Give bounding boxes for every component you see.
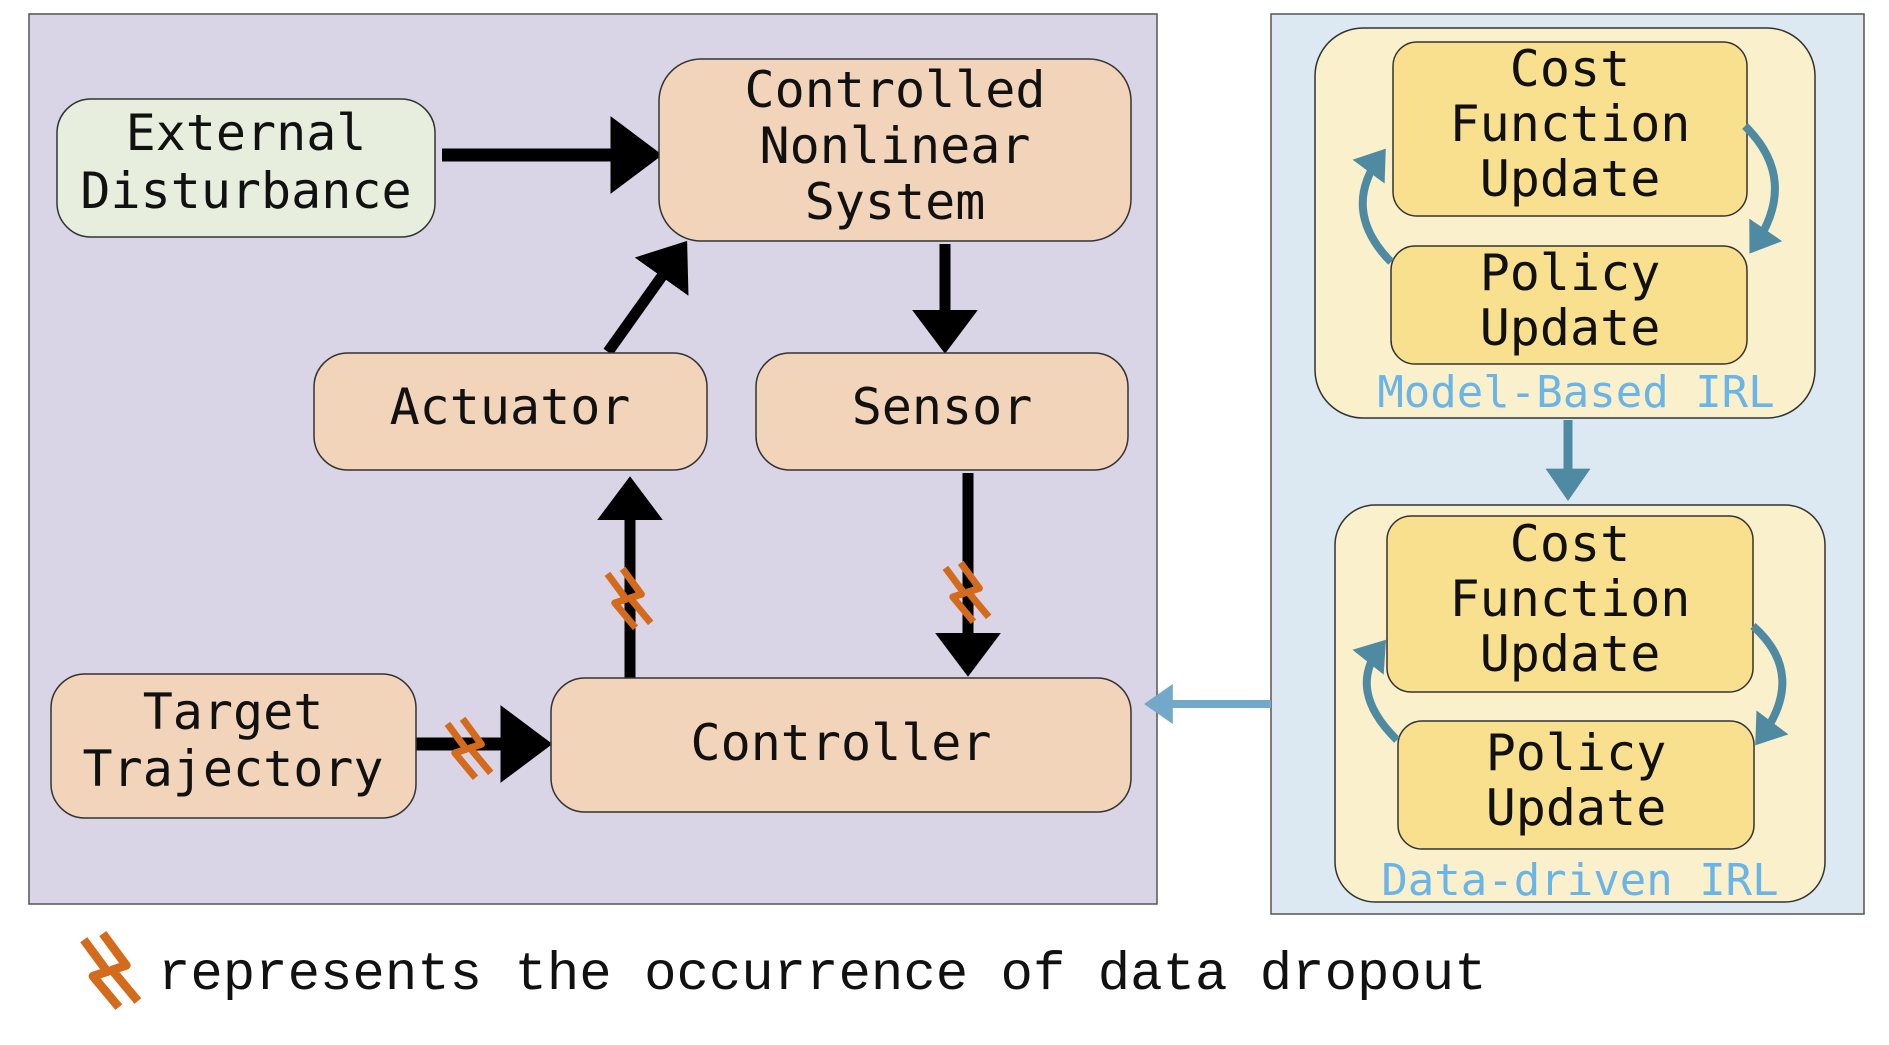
model-based-irl-group: Cost Function Update Policy Update Model… — [1314, 27, 1816, 419]
block-label: Sensor — [852, 378, 1033, 436]
box-label: Cost — [1510, 40, 1630, 98]
arrow-cost-to-policy — [1750, 623, 1789, 746]
dropout-icon — [81, 930, 137, 1012]
box-label: Policy — [1486, 724, 1667, 782]
legend: represents the occurrence of data dropou… — [81, 930, 1487, 1012]
arrow-policy-to-cost — [1352, 639, 1400, 743]
block-label: Actuator — [390, 378, 631, 436]
arrow-actuator-to-system — [603, 240, 689, 356]
block-label: Controlled — [744, 61, 1045, 119]
block-label: System — [805, 173, 986, 231]
block-label: Target — [143, 683, 324, 741]
box-label: Update — [1480, 299, 1661, 357]
controller-block: Controller — [550, 677, 1132, 813]
controlled-system-block: Controlled Nonlinear System — [658, 58, 1132, 242]
block-label: Nonlinear — [760, 117, 1031, 175]
target-trajectory-block: Target Trajectory — [50, 673, 417, 819]
box-label: Update — [1480, 625, 1661, 683]
data-driven-irl-group: Cost Function Update Policy Update Data-… — [1334, 504, 1826, 906]
block-label: Controller — [690, 714, 991, 772]
box-label: Update — [1486, 779, 1667, 837]
block-label: Disturbance — [80, 162, 411, 220]
policy-update-box — [1397, 720, 1755, 850]
box-label: Function — [1450, 570, 1691, 628]
block-label: Trajectory — [82, 740, 383, 798]
group-title: Model-Based IRL — [1377, 367, 1774, 418]
actuator-block: Actuator — [313, 352, 708, 471]
block-label: External — [126, 104, 367, 162]
box-label: Function — [1450, 95, 1691, 153]
legend-text: represents the occurrence of data dropou… — [158, 945, 1487, 1006]
box-label: Cost — [1510, 515, 1630, 573]
group-title: Data-driven IRL — [1381, 855, 1778, 906]
policy-update-box — [1390, 245, 1748, 365]
arrow-policy-to-cost — [1352, 148, 1394, 265]
cost-function-update-box — [1386, 515, 1754, 693]
box-label: Update — [1480, 150, 1661, 208]
external-disturbance-block: External Disturbance — [56, 98, 436, 238]
box-label: Policy — [1480, 244, 1661, 302]
arrow-cost-to-policy — [1742, 123, 1783, 254]
sensor-block: Sensor — [755, 352, 1129, 471]
